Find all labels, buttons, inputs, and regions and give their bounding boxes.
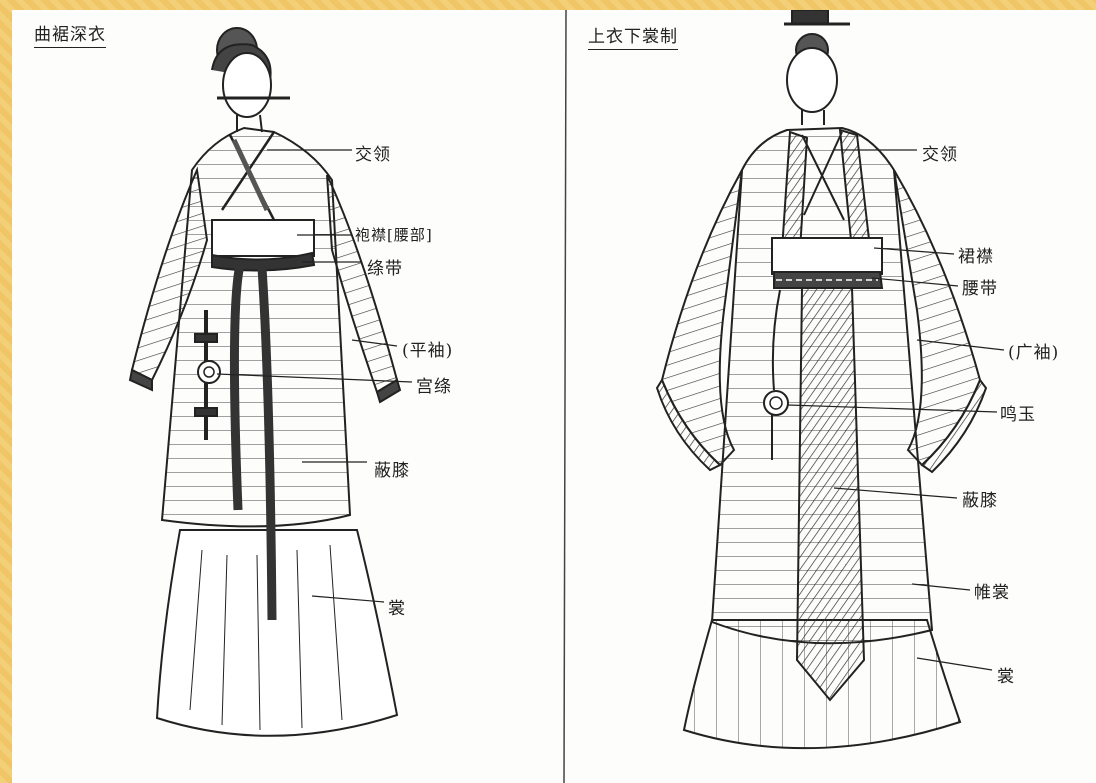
right-label-belt: 腰带: [962, 279, 998, 299]
right-waistband: [771, 237, 883, 275]
right-panel-title: 上衣下裳制: [588, 22, 678, 50]
page-divider: [563, 10, 567, 783]
left-label-belt: 绦带: [367, 259, 403, 279]
left-label-skirt: 裳: [388, 599, 406, 619]
right-label-skirt: 裳: [997, 667, 1015, 687]
left-label-collar: 交领: [355, 145, 391, 165]
left-skirt: [155, 529, 399, 737]
right-label-sleeve: (广袖): [1008, 343, 1060, 363]
left-label-sleeve: (平袖): [402, 341, 454, 361]
right-center-panel: [795, 287, 866, 702]
right-label-jade: 鸣玉: [1000, 405, 1036, 425]
left-label-jade: 宫绦: [416, 377, 452, 397]
right-label-center: 蔽膝: [962, 491, 998, 511]
left-label-hem: 蔽膝: [374, 461, 410, 481]
left-panel-title: 曲裾深衣: [34, 20, 106, 48]
right-label-collar: 交领: [922, 145, 958, 165]
right-label-waist: 裙襟: [958, 247, 994, 267]
left-label-waist: 袍襟[腰部]: [355, 226, 433, 244]
sketch-sheet: 曲裾深衣 交领 袍襟[腰部] 绦带 (平袖) 宫绦 蔽膝 裳 上衣下裳制 交领 …: [12, 10, 1096, 783]
hanfu-sketch-drawing: [128, 10, 1005, 783]
right-face: [786, 47, 838, 113]
left-figure: [128, 27, 413, 737]
left-waistband: [211, 219, 315, 257]
right-figure: [655, 10, 1005, 750]
right-label-apron: 帷裳: [974, 583, 1010, 603]
left-face: [222, 52, 272, 118]
